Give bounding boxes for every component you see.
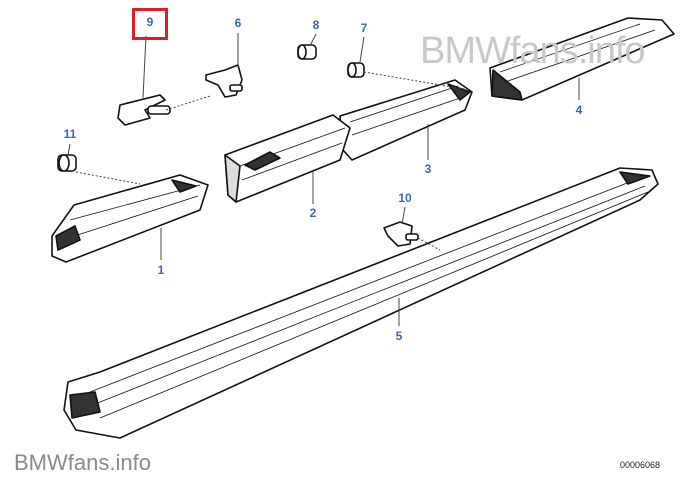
part-label-1[interactable]: 1	[157, 263, 165, 277]
part-9-clip[interactable]	[117, 94, 171, 126]
part-label-11[interactable]: 11	[63, 127, 77, 141]
part-8-grommet[interactable]	[297, 44, 317, 60]
part-5-trim-strip[interactable]	[63, 167, 659, 439]
part-11-grommet[interactable]	[57, 154, 77, 172]
diagram-code: 00006068	[620, 460, 661, 470]
part-label-6[interactable]: 6	[234, 16, 242, 30]
part-2-trim-strip[interactable]	[224, 114, 351, 203]
part-label-7[interactable]: 7	[360, 21, 368, 35]
highlight-box	[132, 8, 168, 40]
part-7-grommet[interactable]	[347, 62, 365, 78]
part-label-10[interactable]: 10	[398, 191, 412, 205]
part-label-8[interactable]: 8	[312, 18, 320, 32]
watermark-bottom: BMWfans.info	[14, 450, 151, 475]
part-6-clip[interactable]	[205, 64, 243, 98]
watermark-top: BMWfans.info	[420, 30, 646, 72]
part-label-3[interactable]: 3	[424, 162, 432, 176]
part-label-2[interactable]: 2	[309, 206, 317, 220]
part-4-trim-strip[interactable]	[489, 17, 675, 101]
part-3-trim-strip[interactable]	[339, 79, 473, 161]
part-label-5[interactable]: 5	[395, 329, 403, 343]
part-label-4[interactable]: 4	[575, 103, 583, 117]
leader-lines	[67, 33, 580, 326]
part-1-trim-strip[interactable]	[51, 174, 209, 263]
part-10-clip[interactable]	[383, 221, 419, 247]
part-label-9[interactable]: 9	[146, 15, 154, 29]
